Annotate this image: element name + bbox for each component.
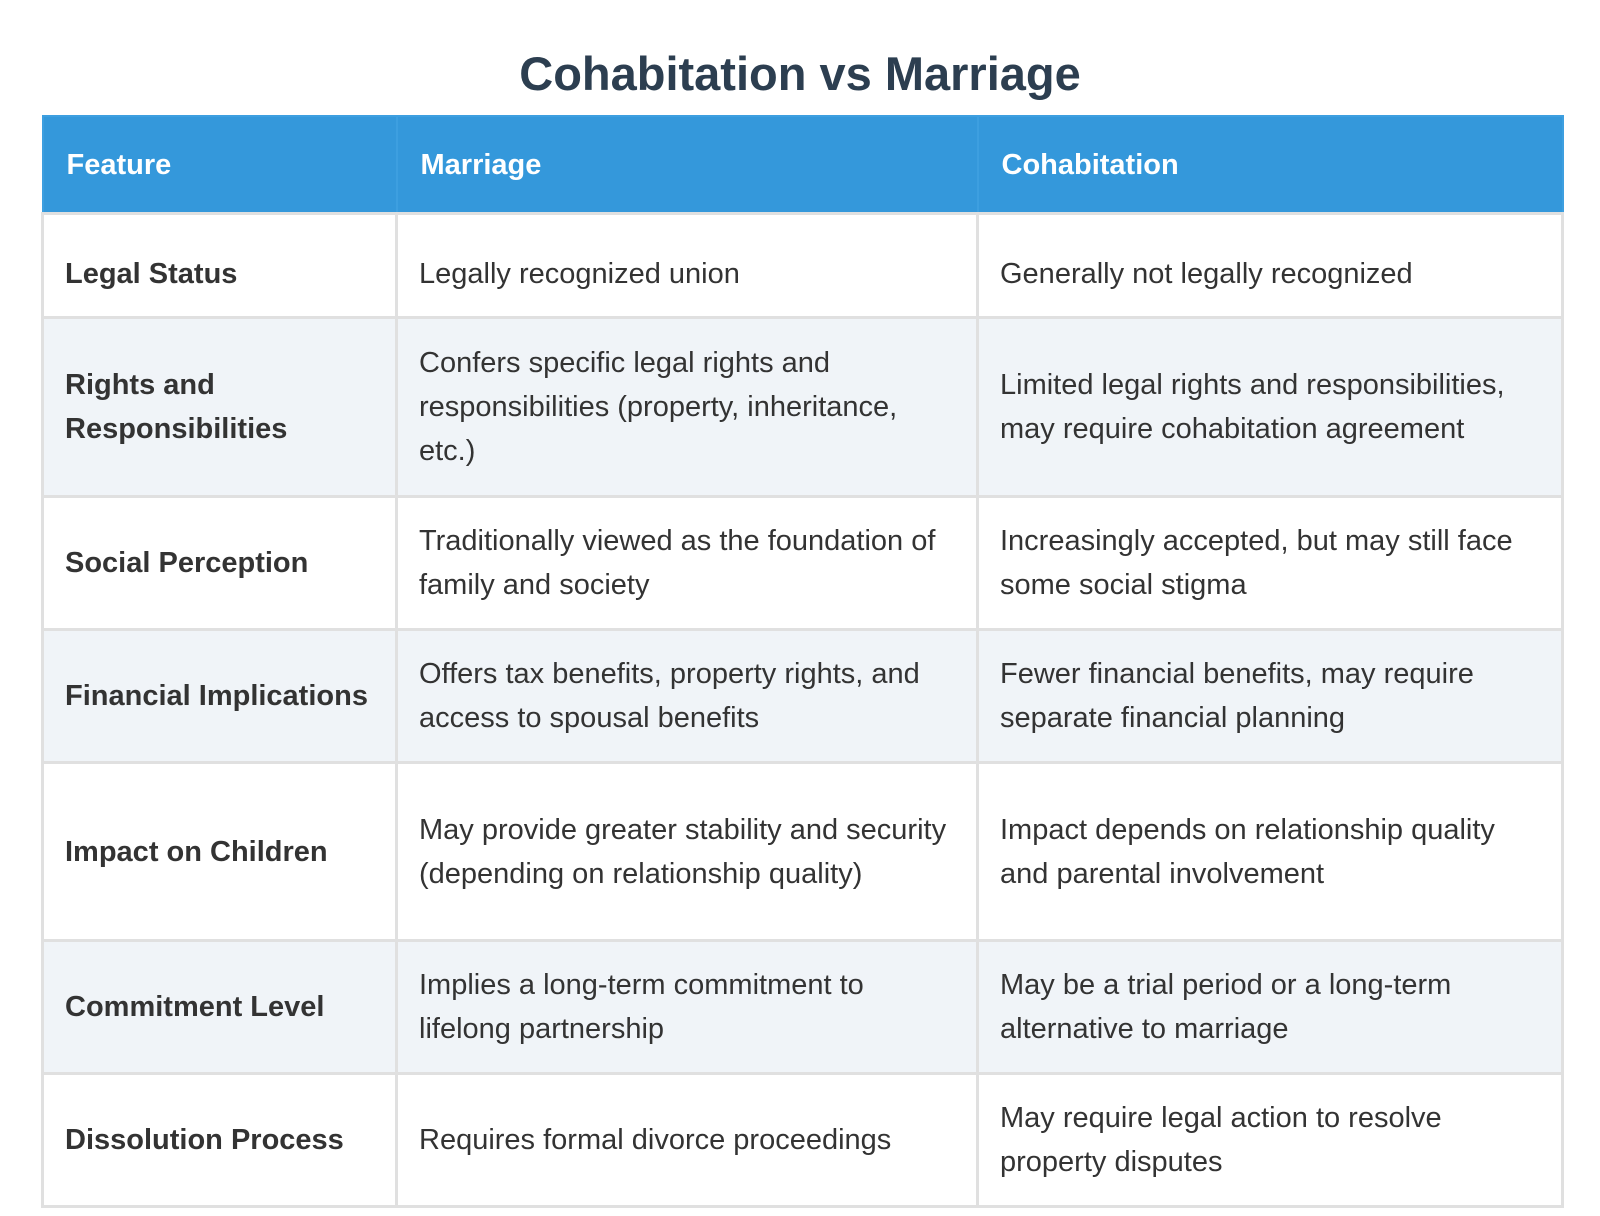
page-title: Cohabitation vs Marriage — [519, 47, 1081, 100]
feature-cell: Commitment Level — [41, 939, 398, 1075]
table-row: Legal Status Legally recognized union Ge… — [41, 212, 1564, 319]
table-body: Legal Status Legally recognized union Ge… — [41, 212, 1564, 1208]
table-header: Feature Marriage Cohabitation — [41, 115, 1564, 215]
cohabitation-cell: May be a trial period or a long-term alt… — [976, 939, 1564, 1075]
marriage-cell: Legally recognized union — [395, 212, 979, 319]
feature-cell: Rights and Responsibilities — [41, 316, 398, 498]
feature-cell: Dissolution Process — [41, 1072, 398, 1208]
table-row: Commitment Level Implies a long-term com… — [41, 939, 1564, 1075]
marriage-cell: Requires formal divorce proceedings — [395, 1072, 979, 1208]
header-row: Feature Marriage Cohabitation — [41, 115, 1564, 215]
comparison-table: Feature Marriage Cohabitation Legal Stat… — [41, 115, 1564, 1208]
marriage-cell: May provide greater stability and securi… — [395, 761, 979, 942]
table-row: Social Perception Traditionally viewed a… — [41, 495, 1564, 631]
marriage-cell: Offers tax benefits, property rights, an… — [395, 628, 979, 764]
cohabitation-cell: Generally not legally recognized — [976, 212, 1564, 319]
marriage-cell: Implies a long-term commitment to lifelo… — [395, 939, 979, 1075]
cohabitation-cell: Increasingly accepted, but may still fac… — [976, 495, 1564, 631]
cohabitation-cell: Impact depends on relationship quality a… — [976, 761, 1564, 942]
feature-cell: Legal Status — [41, 212, 398, 319]
cohabitation-cell: May require legal action to resolve prop… — [976, 1072, 1564, 1208]
cohabitation-cell: Fewer financial benefits, may require se… — [976, 628, 1564, 764]
feature-cell: Impact on Children — [41, 761, 398, 942]
column-header-marriage: Marriage — [395, 115, 979, 215]
table-row: Impact on Children May provide greater s… — [41, 761, 1564, 942]
column-header-feature: Feature — [41, 115, 398, 215]
cohabitation-cell: Limited legal rights and responsibilitie… — [976, 316, 1564, 498]
marriage-cell: Confers specific legal rights and respon… — [395, 316, 979, 498]
feature-cell: Social Perception — [41, 495, 398, 631]
table-row: Financial Implications Offers tax benefi… — [41, 628, 1564, 764]
marriage-cell: Traditionally viewed as the foundation o… — [395, 495, 979, 631]
comparison-table-container: Feature Marriage Cohabitation Legal Stat… — [41, 115, 1564, 1208]
table-row: Rights and Responsibilities Confers spec… — [41, 316, 1564, 498]
column-header-cohabitation: Cohabitation — [976, 115, 1564, 215]
feature-cell: Financial Implications — [41, 628, 398, 764]
table-row: Dissolution Process Requires formal divo… — [41, 1072, 1564, 1208]
